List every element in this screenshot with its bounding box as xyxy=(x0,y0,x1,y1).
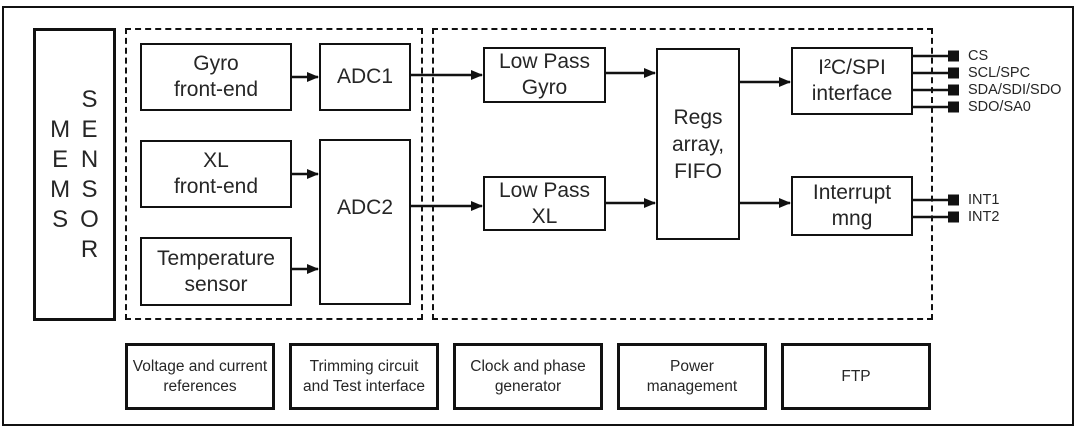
low-pass-gyro-box: Low Pass Gyro xyxy=(483,47,606,103)
ftp-label: FTP xyxy=(841,367,871,385)
mems-letter-column: M E M S xyxy=(50,115,71,233)
voltage-current-references-box: Voltage and current references xyxy=(125,343,275,410)
trimming-test-interface-label: Trimming circuit and Test interface xyxy=(302,357,426,395)
diagram-outer-border xyxy=(2,6,1074,426)
adc2-label: ADC2 xyxy=(336,196,394,219)
regs-array-fifo-box: Regs array, FIFO xyxy=(656,48,740,240)
pin-label-sdo-sa0: SDO/SA0 xyxy=(968,98,1031,115)
mems-sensor-box: M E M S S E N S O R xyxy=(33,28,116,321)
adc2-box: ADC2 xyxy=(319,139,411,305)
regs-array-fifo-label: Regs array, FIFO xyxy=(671,105,725,183)
trimming-test-interface-box: Trimming circuit and Test interface xyxy=(289,343,439,410)
gyro-front-end-box: Gyro front-end xyxy=(140,43,292,111)
low-pass-gyro-label: Low Pass Gyro xyxy=(498,50,591,99)
pin-label-sda-sdi-sdo: SDA/SDI/SDO xyxy=(968,81,1062,98)
clock-phase-generator-label: Clock and phase generator xyxy=(470,357,586,395)
power-management-box: Power management xyxy=(617,343,767,410)
sensor-letter-column: S E N S O R xyxy=(80,85,99,263)
temperature-sensor-box: Temperature sensor xyxy=(140,237,292,306)
temperature-sensor-label: Temperature sensor xyxy=(157,246,275,296)
analog-front-end-dashed-region xyxy=(125,28,423,320)
pin-label-cs: CS xyxy=(968,47,989,64)
digital-dashed-region xyxy=(432,28,933,320)
low-pass-xl-box: Low Pass XL xyxy=(483,176,606,231)
gyro-front-end-label: Gyro front-end xyxy=(173,52,259,101)
i2c-spi-interface-box: I²C/SPI interface xyxy=(791,47,913,115)
clock-phase-generator-box: Clock and phase generator xyxy=(453,343,603,410)
adc1-label: ADC1 xyxy=(336,65,394,88)
pin-label-scl-spc: SCL/SPC xyxy=(968,64,1031,81)
pin-label-int2: INT2 xyxy=(968,208,1000,225)
voltage-current-references-label: Voltage and current references xyxy=(132,357,268,395)
power-management-label: Power management xyxy=(646,357,738,395)
i2c-spi-interface-label: I²C/SPI interface xyxy=(811,56,893,105)
low-pass-xl-label: Low Pass XL xyxy=(498,178,591,228)
xl-front-end-label: XL front-end xyxy=(173,149,259,198)
ftp-box: FTP xyxy=(781,343,931,410)
interrupt-mng-box: Interrupt mng xyxy=(791,176,913,236)
pin-label-int1: INT1 xyxy=(968,191,1000,208)
adc1-box: ADC1 xyxy=(319,43,411,111)
interrupt-mng-label: Interrupt mng xyxy=(812,181,892,230)
xl-front-end-box: XL front-end xyxy=(140,140,292,208)
